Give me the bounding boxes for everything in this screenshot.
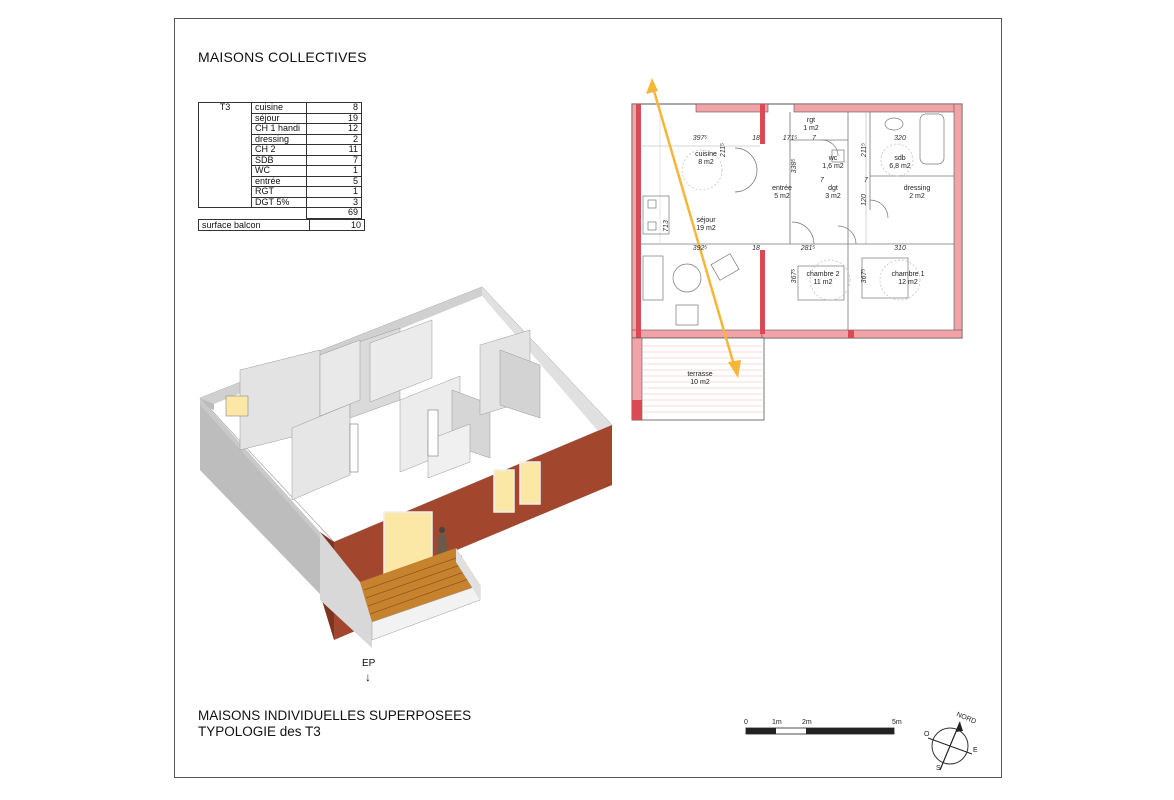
room-name-chambre2: chambre 2 bbox=[806, 271, 839, 278]
room-name-sdb: sdb bbox=[894, 155, 905, 162]
dimension-label: 310 bbox=[894, 245, 906, 252]
dimension-label: 281⁵ bbox=[800, 245, 816, 252]
room-area: 1 bbox=[306, 186, 362, 198]
dimension-label: 120 bbox=[861, 194, 868, 206]
door-icon bbox=[427, 409, 439, 457]
isometric-view bbox=[199, 286, 613, 648]
dimension-label: 367⁵ bbox=[791, 269, 798, 284]
room-name-dgt: dgt bbox=[828, 185, 838, 192]
window-icon bbox=[225, 395, 249, 417]
caption-line-1: MAISONS INDIVIDUELLES SUPERPOSEES bbox=[198, 708, 472, 723]
scale-bar: 0 1m 2m 5m bbox=[744, 719, 902, 735]
dimension-label: 7 bbox=[820, 177, 825, 184]
page-title: MAISONS COLLECTIVES bbox=[198, 49, 367, 65]
scale-label-1m: 1m bbox=[772, 719, 782, 726]
sun-path-arrow bbox=[646, 78, 741, 378]
room-name-chambre1: chambre 1 bbox=[891, 271, 924, 278]
dimension-label: 18 bbox=[752, 135, 760, 142]
dimension-label: 397⁵ bbox=[693, 135, 708, 142]
compass-south-label: S bbox=[936, 765, 941, 772]
room-area-chambre2: 11 m2 bbox=[814, 279, 833, 286]
room-area-dgt: 3 m2 bbox=[825, 193, 841, 200]
dimension-label: 7 bbox=[812, 135, 817, 142]
room-area-entree: 5 m2 bbox=[774, 193, 790, 200]
scale-label-0: 0 bbox=[744, 719, 748, 726]
scale-label-5m: 5m bbox=[892, 719, 902, 726]
dimension-label: 392⁵ bbox=[693, 245, 708, 252]
room-area-terrasse: 10 m2 bbox=[690, 379, 710, 386]
room-name-cuisine: cuisine bbox=[695, 151, 717, 158]
door-icon bbox=[349, 423, 359, 473]
room-area-cuisine: 8 m2 bbox=[698, 159, 714, 166]
room-area: 2 bbox=[306, 133, 362, 145]
entry-arrow-icon: ↓ bbox=[365, 670, 371, 684]
table-row: DGT 5%3 bbox=[199, 196, 362, 208]
scale-label-2m: 2m bbox=[802, 719, 812, 726]
room-area-dressing: 2 m2 bbox=[909, 193, 925, 200]
room-area: 11 bbox=[306, 144, 362, 156]
room-area-rgt: 1 m2 bbox=[803, 125, 819, 132]
room-area: 3 bbox=[306, 196, 362, 208]
dimension-label: 211⁵ bbox=[720, 143, 727, 158]
balcony-label: surface balcon bbox=[198, 219, 310, 231]
dimension-label: 211⁵ bbox=[861, 143, 868, 158]
room-name-rgt: rgt bbox=[807, 117, 815, 124]
caption-line-2: TYPOLOGIE des T3 bbox=[198, 724, 321, 739]
dimension-label: 713 bbox=[663, 220, 670, 232]
plan-furniture bbox=[642, 113, 945, 326]
entry-label: EP bbox=[362, 658, 376, 669]
dimension-label: 367⁵ bbox=[861, 269, 868, 284]
room-area: 7 bbox=[306, 154, 362, 166]
dimension-label: 7 bbox=[864, 177, 869, 184]
plan-terrace bbox=[631, 337, 765, 421]
room-area: 12 bbox=[306, 123, 362, 135]
room-area: 1 bbox=[306, 165, 362, 177]
dimension-label: 338⁵ bbox=[791, 159, 798, 174]
room-name-terrasse: terrasse bbox=[687, 371, 712, 378]
room-name-entree: entrée bbox=[772, 185, 792, 192]
window-icon bbox=[519, 461, 541, 505]
room-area-sdb: 6,8 m2 bbox=[889, 163, 911, 170]
room-area-chambre1: 12 m2 bbox=[898, 279, 918, 286]
room-name-dressing: dressing bbox=[904, 185, 931, 192]
room-name-wc: wc bbox=[828, 155, 838, 162]
window-icon bbox=[493, 469, 515, 513]
compass-north-label: NORD bbox=[955, 711, 977, 725]
room-name-sejour: séjour bbox=[696, 217, 716, 224]
balcony-table: surface balcon 10 bbox=[198, 219, 365, 231]
total-row: 69 bbox=[199, 207, 362, 219]
dimension-label: 18 bbox=[752, 245, 760, 252]
plan-walls bbox=[631, 103, 963, 339]
compass-east-label: E bbox=[973, 747, 978, 754]
balcony-area: 10 bbox=[309, 219, 365, 231]
room-area-sejour: 19 m2 bbox=[696, 225, 716, 232]
compass-west-label: O bbox=[924, 731, 930, 738]
dimension-labels: 397⁵ 18 171⁵ 7 320 211⁵ 211⁵ 338⁵ 7 7 12… bbox=[663, 135, 906, 283]
total-area: 69 bbox=[306, 207, 362, 219]
room-labels: cuisine 8 m2 séjour 19 m2 entrée 5 m2 dg… bbox=[687, 117, 930, 386]
room-area: 5 bbox=[306, 175, 362, 187]
dimension-label: 171⁵ bbox=[783, 135, 798, 142]
typology-cell: T3 bbox=[198, 102, 252, 208]
drawing-caption: MAISONS INDIVIDUELLES SUPERPOSEES TYPOLO… bbox=[198, 708, 471, 740]
compass-rose-icon: NORD E O S bbox=[924, 711, 978, 772]
dimension-label: 320 bbox=[894, 135, 906, 142]
room-area-wc: 1,6 m2 bbox=[822, 163, 844, 170]
